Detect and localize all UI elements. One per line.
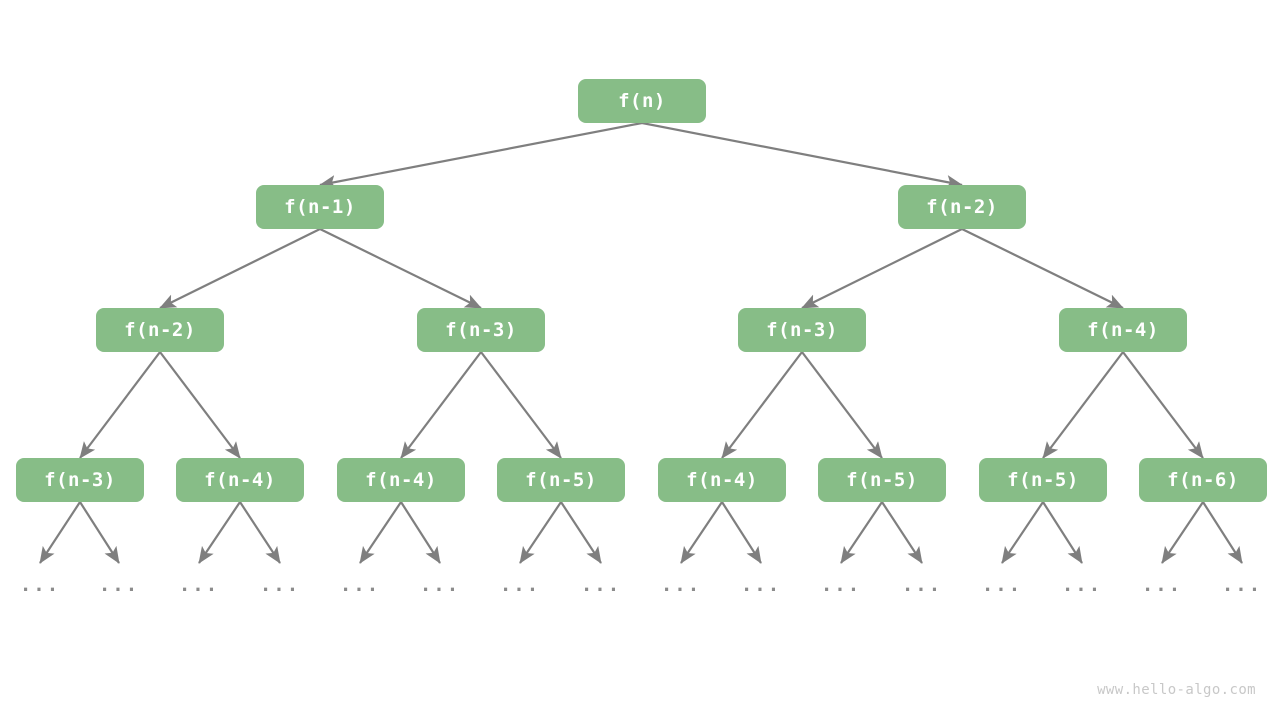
edge-n2-n6 [961, 228, 1124, 309]
watermark: www.hello-algo.com [1097, 682, 1256, 698]
tree-node-n1: f(n-1) [256, 185, 384, 229]
ellipsis-marker-e13: ... [1061, 574, 1103, 596]
ellipsis-marker-e4: ... [339, 574, 381, 596]
leaf-edge-e11 [881, 501, 923, 564]
leaf-edge-e9 [721, 501, 762, 564]
leaf-edge-e12 [1001, 501, 1044, 564]
tree-edges [79, 121, 1204, 459]
edge-n3-n7 [79, 351, 161, 459]
edge-n4-n9 [400, 351, 482, 459]
ellipsis-marker-e7: ... [580, 574, 622, 596]
tree-node-n11: f(n-4) [658, 458, 786, 502]
tree-node-n6: f(n-4) [1059, 308, 1187, 352]
edge-n5-n12 [801, 351, 883, 459]
edge-n0-n1 [319, 121, 643, 189]
ellipsis-marker-e10: ... [820, 574, 862, 596]
leaf-edge-e13 [1042, 501, 1083, 564]
tree-node-n14: f(n-6) [1139, 458, 1267, 502]
leaf-edge-e0 [39, 501, 81, 564]
edge-n1-n4 [319, 228, 482, 309]
edge-n2-n5 [801, 228, 963, 309]
ellipsis-marker-e6: ... [499, 574, 541, 596]
leaf-edge-e7 [560, 501, 602, 564]
tree-node-n8: f(n-4) [176, 458, 304, 502]
leaf-edge-e15 [1202, 501, 1243, 564]
tree-node-n5: f(n-3) [738, 308, 866, 352]
tree-node-n13: f(n-5) [979, 458, 1107, 502]
ellipsis-marker-e12: ... [981, 574, 1023, 596]
tree-node-n4: f(n-3) [417, 308, 545, 352]
ellipsis-marker-e2: ... [178, 574, 220, 596]
tree-node-n12: f(n-5) [818, 458, 946, 502]
leaf-edge-e4 [359, 501, 402, 564]
leaf-edge-e6 [519, 501, 562, 564]
edge-n5-n11 [721, 351, 803, 459]
ellipsis-marker-e3: ... [259, 574, 301, 596]
ellipsis-marker-e9: ... [740, 574, 782, 596]
tree-node-n7: f(n-3) [16, 458, 144, 502]
edge-n3-n8 [159, 351, 241, 459]
leaf-edge-e10 [840, 501, 883, 564]
ellipsis-marker-e1: ... [98, 574, 140, 596]
leaf-edges [39, 501, 1243, 564]
ellipsis-marker-e15: ... [1221, 574, 1263, 596]
tree-node-n3: f(n-2) [96, 308, 224, 352]
tree-node-n0: f(n) [578, 79, 706, 123]
leaf-edge-e3 [239, 501, 281, 564]
ellipsis-marker-e14: ... [1141, 574, 1183, 596]
ellipsis-marker-e11: ... [901, 574, 943, 596]
ellipsis-marker-e0: ... [19, 574, 61, 596]
leaf-edge-e14 [1161, 501, 1204, 564]
edge-n4-n10 [480, 351, 562, 459]
leaf-edge-e5 [400, 501, 441, 564]
edge-n1-n3 [159, 228, 321, 309]
leaf-edge-e1 [79, 501, 120, 564]
leaf-edge-e2 [198, 501, 241, 564]
edge-n6-n14 [1122, 351, 1204, 459]
tree-node-n10: f(n-5) [497, 458, 625, 502]
edge-n6-n13 [1042, 351, 1124, 459]
leaf-edge-e8 [680, 501, 723, 564]
edge-n0-n2 [641, 121, 963, 189]
tree-node-n2: f(n-2) [898, 185, 1026, 229]
ellipsis-marker-e5: ... [419, 574, 461, 596]
ellipsis-marker-e8: ... [660, 574, 702, 596]
tree-node-n9: f(n-4) [337, 458, 465, 502]
